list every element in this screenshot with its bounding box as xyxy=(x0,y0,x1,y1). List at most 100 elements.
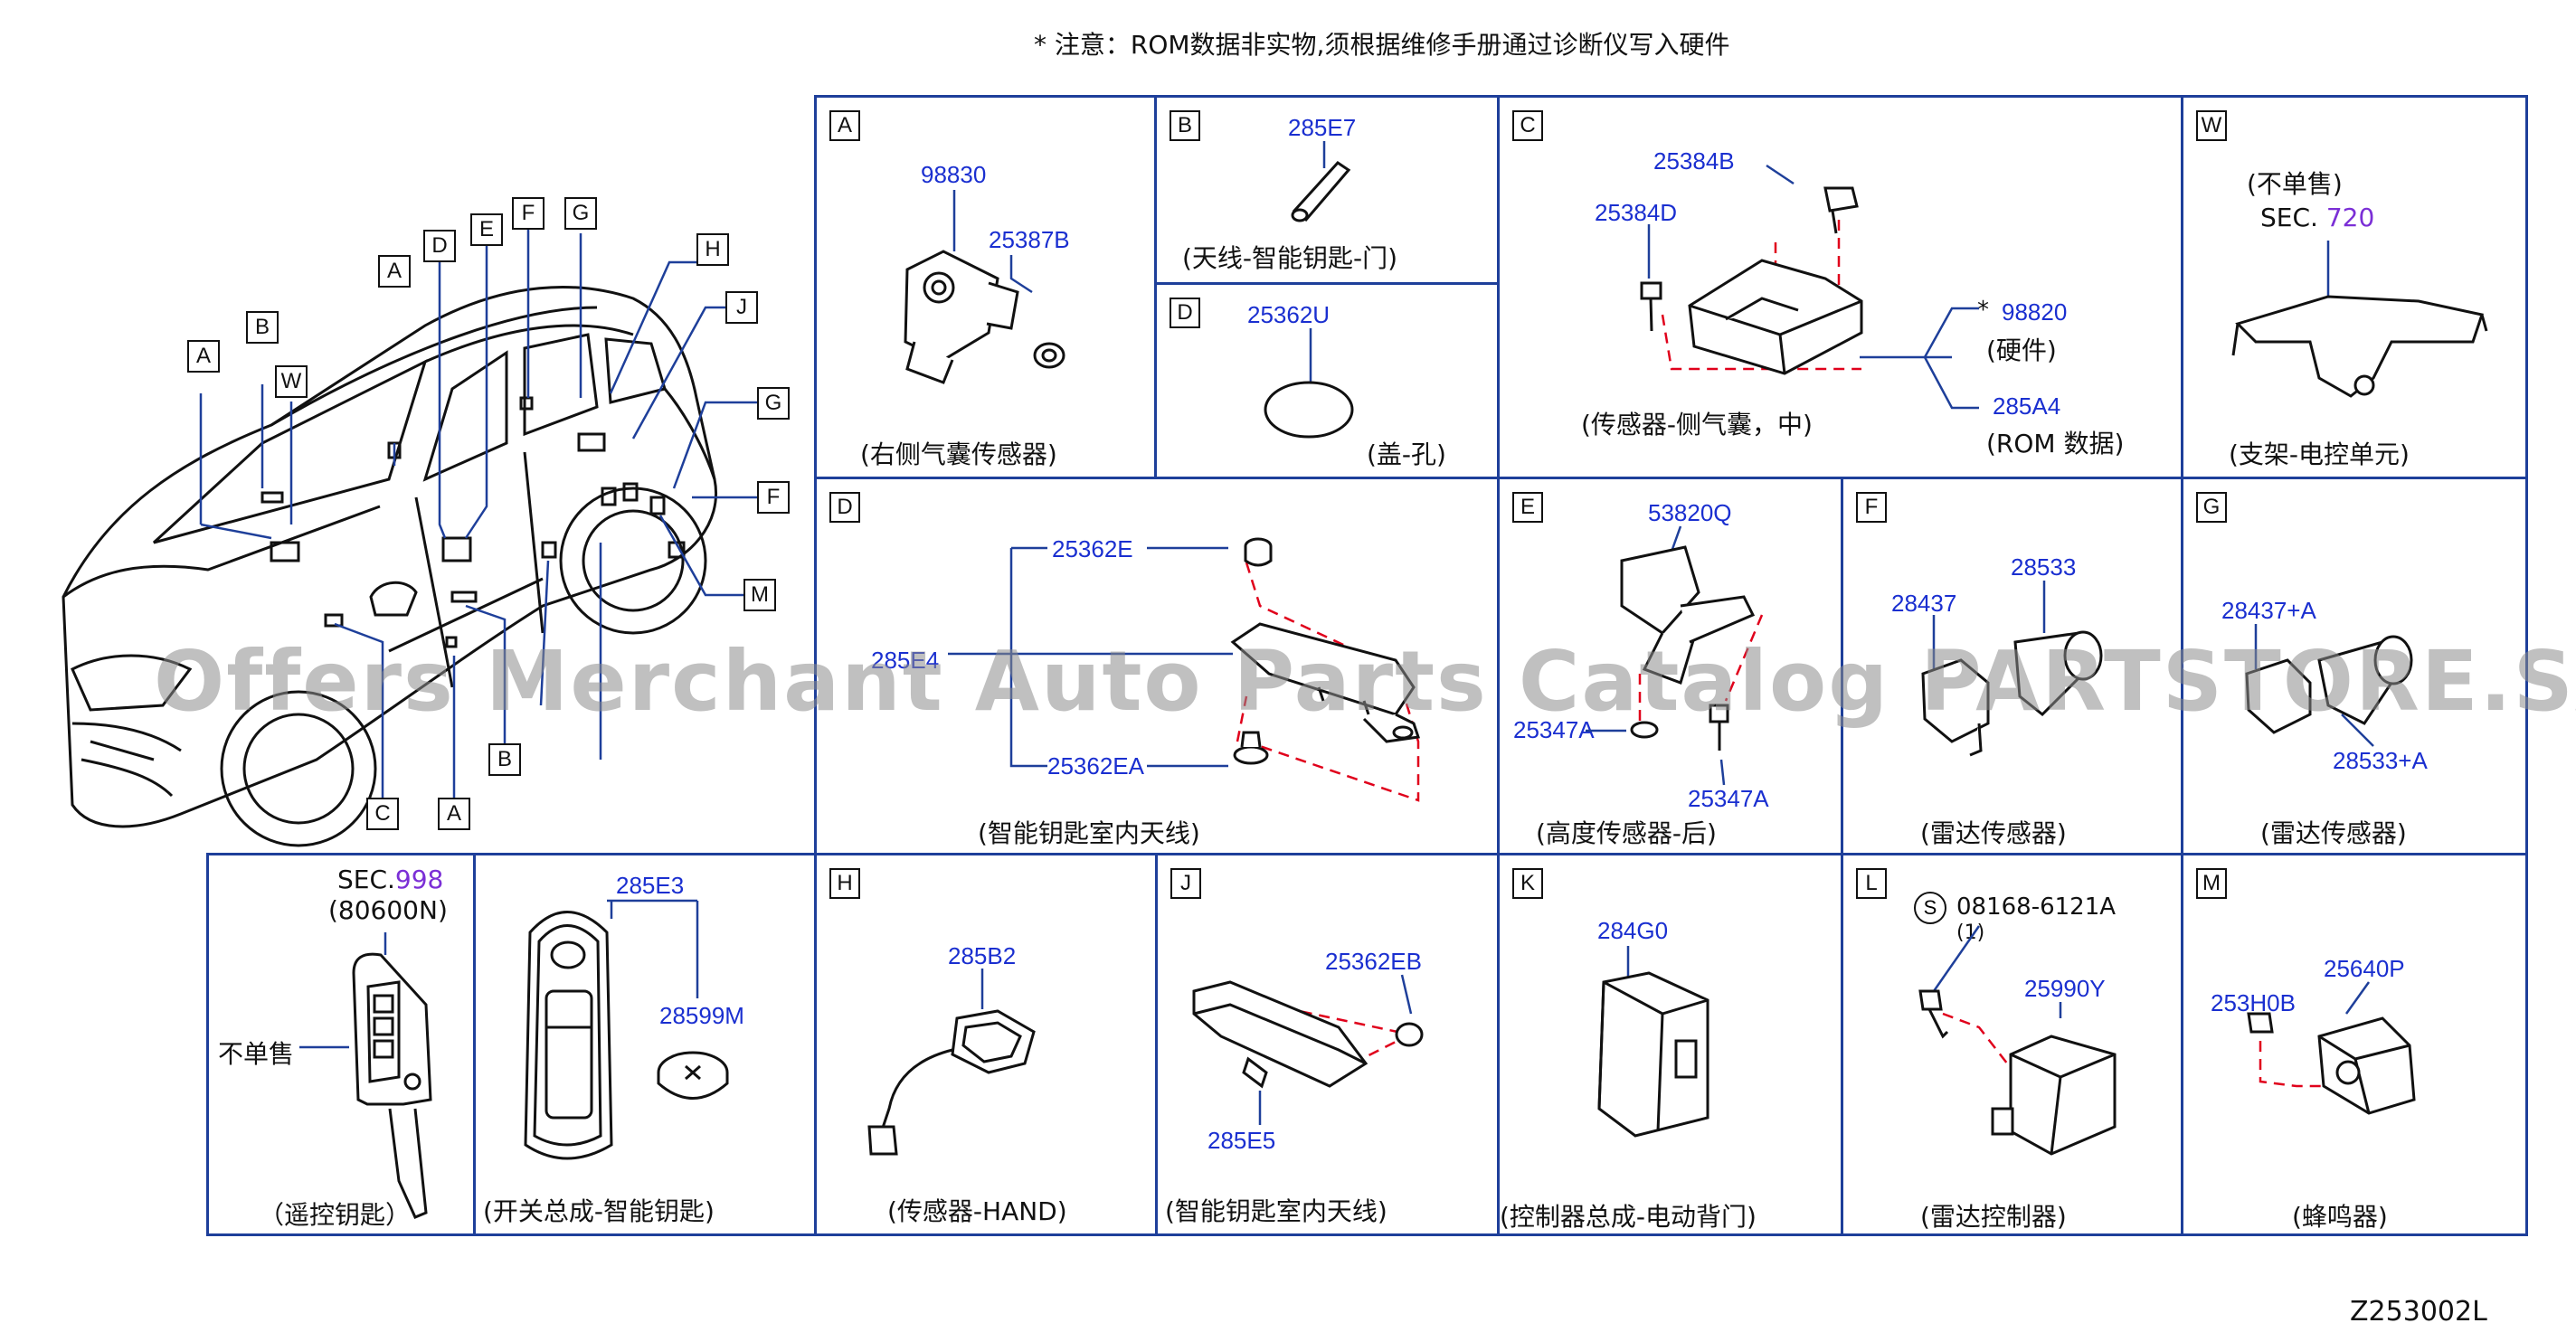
buzzer-drawing xyxy=(2247,981,2416,1115)
panel-g: G 28437+A 28533+A (雷达传感器) xyxy=(2181,477,2528,858)
not-sold-label: 不单售 xyxy=(218,1039,295,1069)
panel-remote-key: SEC.998 (80600N) 不单售 （遥控钥匙） xyxy=(206,853,476,1236)
panel-w: W (不单售) SEC. 720 (支架-电控单元) xyxy=(2181,95,2528,479)
panel-tag: D xyxy=(829,492,860,523)
car-tag-g: G xyxy=(757,387,790,420)
panel-l: L S 08168-6121A (1) 25990Y (雷达控制器) xyxy=(1841,853,2183,1236)
panel-caption: (支架-电控单元) xyxy=(2229,439,2410,469)
panel-h: H 285B2 (传感器-HAND) xyxy=(814,853,1158,1236)
side-airbag-sensor-drawing xyxy=(1640,164,1979,410)
part-number: 285E5 xyxy=(1208,1127,1276,1154)
car-tag-a: A xyxy=(378,255,411,288)
panel-tag: C xyxy=(1512,110,1543,141)
door-antenna-drawing xyxy=(1291,141,1351,222)
panel-tag: E xyxy=(1512,492,1543,523)
bracket-drawing xyxy=(2231,241,2488,398)
part-number: 25362E xyxy=(1052,535,1133,562)
panel-caption: (天线-智能钥匙-门) xyxy=(1182,243,1398,273)
car-tag-b: B xyxy=(246,311,279,344)
panel-tag: D xyxy=(1170,298,1200,328)
car-tag-d: D xyxy=(423,230,456,262)
part-number: 285E4 xyxy=(871,647,940,674)
diagram-code: Z253002L xyxy=(2350,1296,2487,1328)
part-number: 28533+A xyxy=(2333,747,2428,774)
quantity: (1) xyxy=(1956,921,1985,944)
panel-d-antenna: D 25362E 285E4 25362EA (智能钥匙室内天线) xyxy=(814,477,1500,858)
panel-caption: (传感器-HAND) xyxy=(887,1196,1067,1226)
panel-caption: (传感器-侧气囊，中) xyxy=(1581,410,1813,439)
sec-number: 720 xyxy=(2325,203,2375,232)
part-number: 28533 xyxy=(2011,553,2077,581)
rom-data-label: (ROM 数据) xyxy=(1986,429,2125,458)
part-number: 25640P xyxy=(2324,955,2405,982)
part-number: 25384D xyxy=(1595,199,1678,226)
part-number: 25362EA xyxy=(1047,752,1144,780)
panel-tag: W xyxy=(2196,110,2227,141)
not-sold-label: (不单售) xyxy=(2247,169,2343,199)
part-number: 285E3 xyxy=(616,872,685,899)
part-number: 28437+A xyxy=(2221,597,2316,624)
panel-tag: G xyxy=(2196,492,2227,523)
part-number: 285A4 xyxy=(1993,392,2061,420)
radar-sensor-drawing xyxy=(2245,624,2413,747)
car-tag-a: A xyxy=(187,340,220,373)
part-code: (80600N) xyxy=(328,895,448,925)
panel-tag: J xyxy=(1170,868,1201,899)
panel-caption: (控制器总成-电动背门) xyxy=(1500,1202,1757,1232)
panel-b: B 285E7 (天线-智能钥匙-门) xyxy=(1154,95,1500,285)
car-tag-b: B xyxy=(488,743,521,776)
panel-tag: F xyxy=(1856,492,1887,523)
panel-caption: (盖-孔) xyxy=(1367,439,1446,469)
panel-caption: (雷达传感器) xyxy=(1920,818,2067,848)
car-tag-j: J xyxy=(725,291,758,324)
sec-label: SEC. 720 xyxy=(2260,203,2374,232)
part-number: 285B2 xyxy=(948,942,1017,969)
hole-cover-drawing xyxy=(1264,328,1354,439)
panel-tag: B xyxy=(1170,110,1200,141)
radar-controller-drawing xyxy=(1918,925,2117,1156)
panel-k: K 284G0 (控制器总成-电动背门) xyxy=(1497,853,1843,1236)
panel-c: C 25384B 25384D * 98820 (硬件) 285A4 (ROM … xyxy=(1497,95,2183,479)
rom-asterisk: * xyxy=(1977,297,1989,324)
smart-key-drawing xyxy=(524,899,729,1160)
part-number: 253H0B xyxy=(2211,989,2296,1016)
panel-f: F 28437 28533 (雷达传感器) xyxy=(1841,477,2183,858)
interior-antenna-drawing xyxy=(1192,974,1424,1125)
panel-tag: K xyxy=(1512,868,1543,899)
panel-caption: (智能钥匙室内天线) xyxy=(1165,1196,1387,1226)
panel-caption: (右侧气囊传感器) xyxy=(860,439,1057,469)
tailgate-controller-drawing xyxy=(1597,946,1709,1138)
panel-caption: (雷达传感器) xyxy=(2260,818,2407,848)
panel-a: A 98830 25387B (右侧气囊传感器) xyxy=(814,95,1157,479)
panel-tag: L xyxy=(1856,868,1887,899)
car-tag-m: M xyxy=(743,579,776,611)
height-sensor-drawing xyxy=(1586,525,1764,786)
sec-label: SEC.998 xyxy=(337,865,443,894)
panel-caption: (开关总成-智能钥匙) xyxy=(483,1196,715,1226)
part-number: 25362EB xyxy=(1325,948,1422,975)
panel-caption: （遥控钥匙） xyxy=(259,1200,412,1230)
sec-text: SEC. xyxy=(337,865,395,894)
part-number: 25347A xyxy=(1688,785,1769,812)
panel-tag: M xyxy=(2196,868,2227,899)
panel-m: M 253H0B 25640P (蜂鸣器) xyxy=(2181,853,2528,1236)
part-number: 53820Q xyxy=(1648,499,1732,526)
hardware-label: (硬件) xyxy=(1986,336,2057,365)
part-number: 25387B xyxy=(989,226,1070,253)
car-tag-a: A xyxy=(438,798,470,830)
panel-caption: (蜂鸣器) xyxy=(2292,1202,2388,1232)
rom-note: * 注意：ROM数据非实物,须根据维修手册通过诊断仪写入硬件 xyxy=(1034,30,1730,60)
panel-tag: H xyxy=(829,868,860,899)
car-tag-e: E xyxy=(470,213,503,246)
part-number: 98830 xyxy=(921,161,987,188)
part-number: 25347A xyxy=(1513,716,1595,743)
car-tag-c: C xyxy=(366,798,399,830)
part-number: 25990Y xyxy=(2024,975,2106,1002)
part-number: 285E7 xyxy=(1288,114,1357,141)
part-number: 284G0 xyxy=(1597,917,1669,944)
car-tag-h: H xyxy=(696,233,729,266)
part-number: 25384B xyxy=(1653,147,1735,175)
part-number: 28599M xyxy=(659,1002,744,1029)
sec-text: SEC. xyxy=(2260,203,2318,232)
panel-d-cover: D 25362U (盖-孔) xyxy=(1154,282,1500,479)
